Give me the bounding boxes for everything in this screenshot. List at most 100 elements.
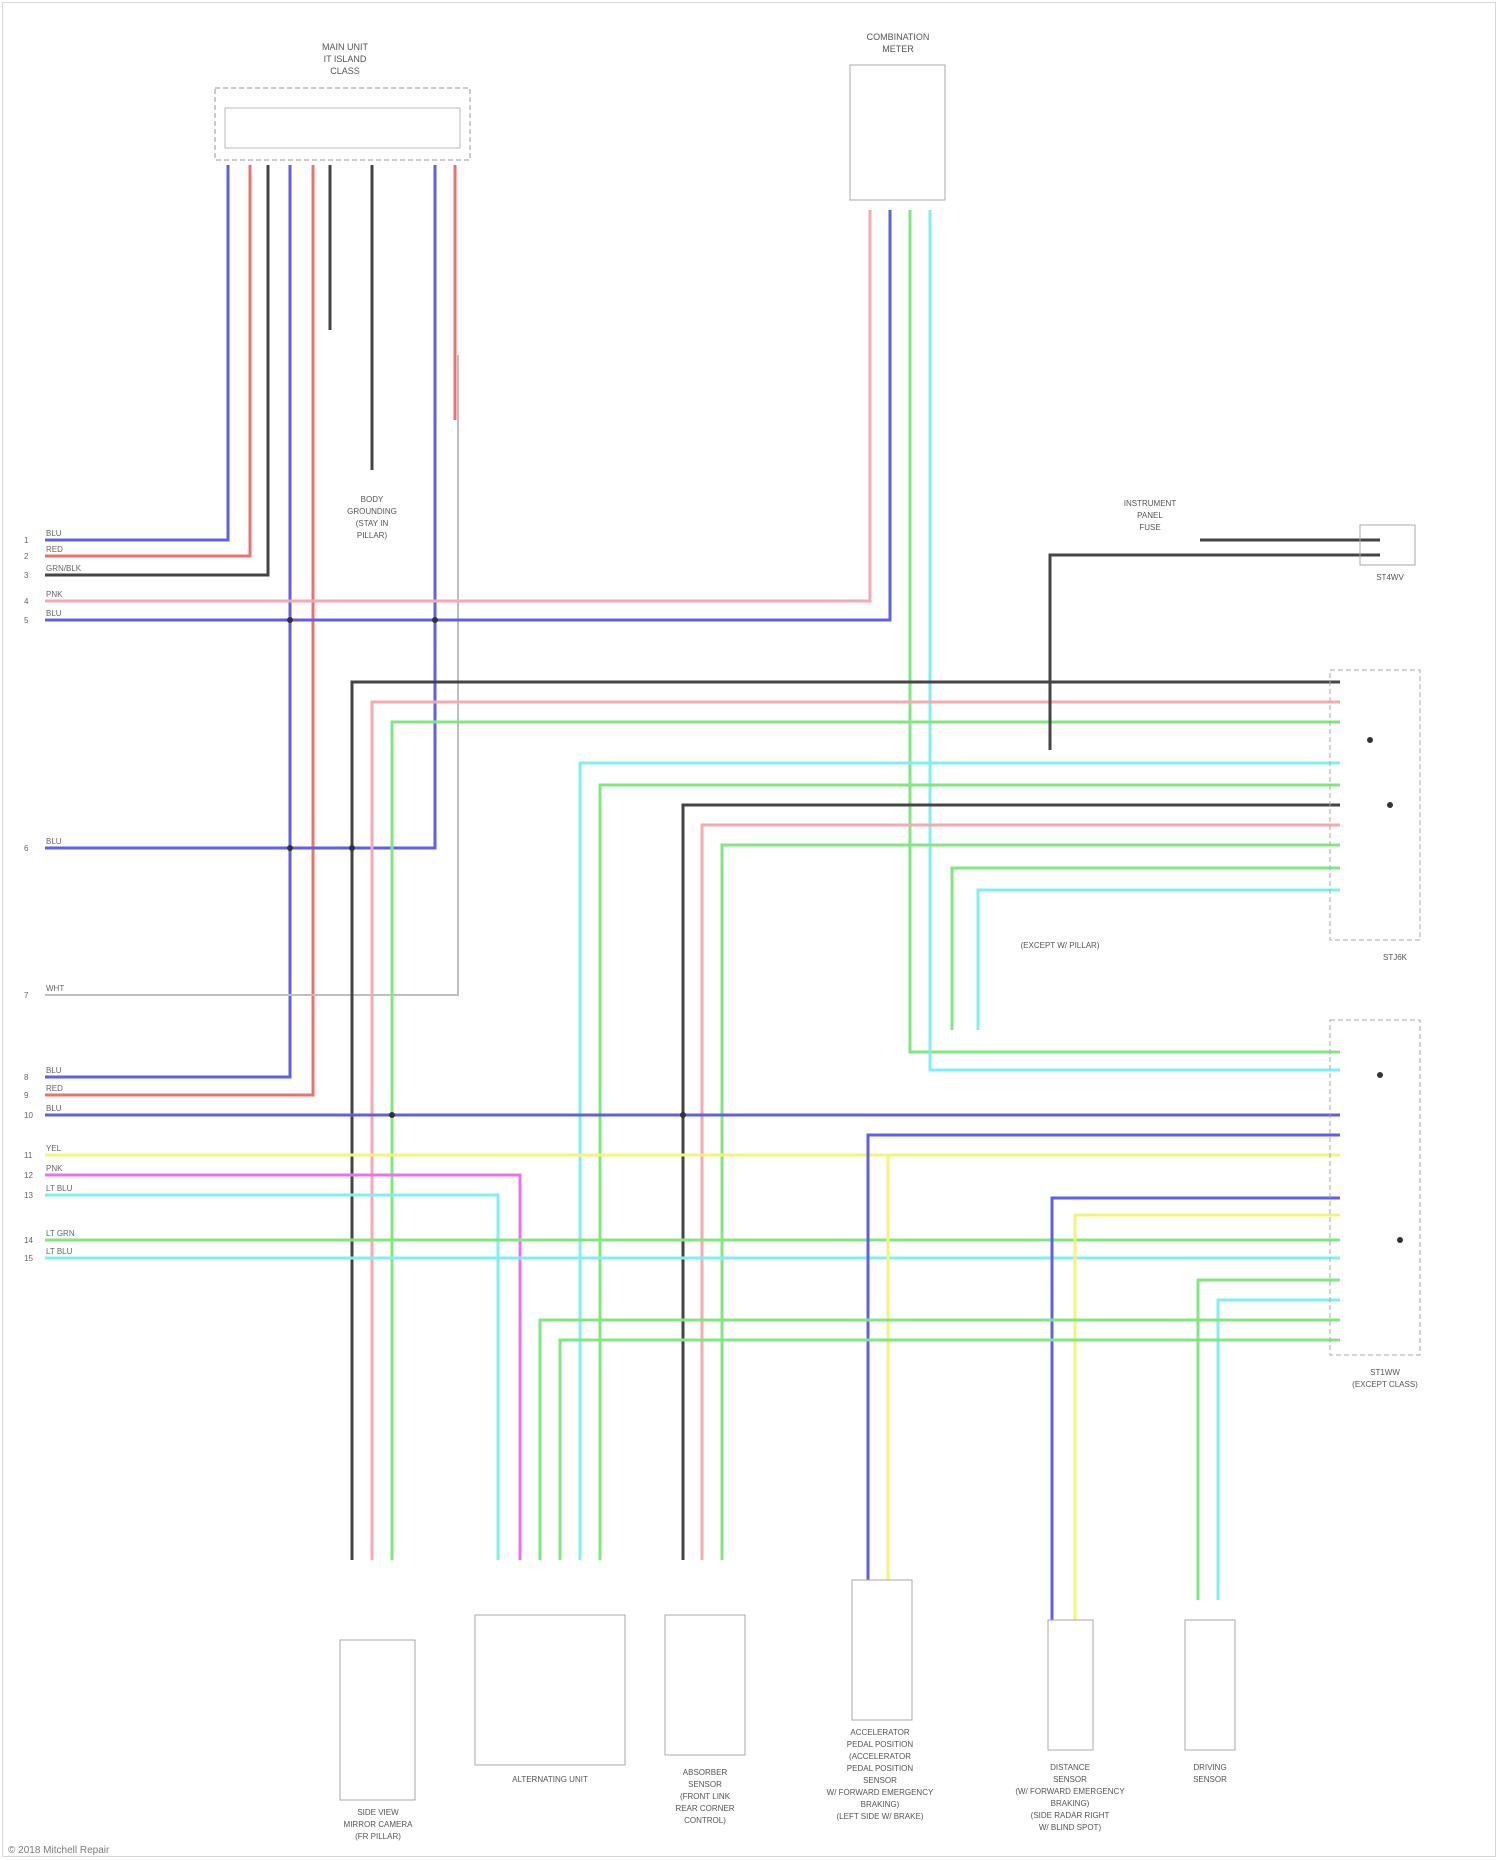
absorber-line1: ABSORBER [683, 1768, 728, 1777]
wire-red-pin9 [45, 165, 313, 1095]
bottom-label-distance: DISTANCE SENSOR (W/ FORWARD EMERGENCY BR… [1015, 1763, 1125, 1832]
left-pin-color: RED [46, 545, 63, 554]
meter-title-line2: METER [882, 44, 914, 54]
accel-line2: PEDAL POSITION [847, 1740, 914, 1749]
distance-line3: (W/ FORWARD EMERGENCY [1015, 1787, 1125, 1796]
bottom-label-accelerator: ACCELERATOR PEDAL POSITION (ACCELERATOR … [827, 1728, 934, 1821]
ground-line4: PILLAR) [357, 531, 388, 540]
left-pin-number: 15 [24, 1254, 33, 1263]
left-pin-number: 2 [24, 552, 29, 561]
left-pin-color: PNK [46, 590, 63, 599]
accel-line6: W/ FORWARD EMERGENCY [827, 1788, 934, 1797]
low-connector-caption: (EXCEPT CLASS) [1352, 1380, 1418, 1389]
ground-label: BODY GROUNDING (STAY IN PILLAR) [347, 495, 397, 540]
left-pin-number: 3 [24, 571, 29, 580]
bottom-label-side-view: SIDE VIEW MIRROR CAMERA (FR PILLAR) [344, 1808, 414, 1841]
left-pin-number: 6 [24, 844, 29, 853]
junction-dots [287, 617, 1403, 1243]
left-pin-color: BLU [46, 1104, 62, 1113]
left-pin-number: 11 [24, 1151, 33, 1160]
left-pin-number: 10 [24, 1111, 33, 1120]
wire-green-alt-1 [540, 1320, 1340, 1560]
wire-magenta-pin12 [45, 1175, 520, 1560]
module-title-line2: IT ISLAND [324, 54, 367, 64]
mid-connector-id: STJ6K [1383, 953, 1408, 962]
wire-yellow-distance [1075, 1215, 1340, 1620]
wire-cyan-lower [978, 890, 1340, 1030]
ground-line1: BODY [361, 495, 384, 504]
wire-cyan-driving [1218, 1300, 1340, 1600]
wire-black-pin3 [45, 165, 268, 575]
wire-black-bus-2 [683, 805, 1340, 1560]
driving-line1: DRIVING [1193, 1763, 1226, 1772]
distance-line4: BRAKING) [1051, 1799, 1090, 1808]
wire-blue-pin5 [45, 210, 890, 620]
side-view-line1: SIDE VIEW [357, 1808, 399, 1817]
low-connector: ST1WW (EXCEPT CLASS) [1330, 1020, 1420, 1389]
wire-cyan-meter [930, 210, 1340, 1070]
fuse-caption-line1: INSTRUMENT [1124, 499, 1177, 508]
absorber-line5: CONTROL) [684, 1816, 726, 1825]
module-title-line1: MAIN UNIT [322, 42, 369, 52]
wire-green-bus-2 [600, 785, 1340, 1560]
left-pin-number: 4 [24, 597, 29, 606]
wire-green-meter [910, 210, 1340, 1052]
top-left-module: MAIN UNIT IT ISLAND CLASS [215, 42, 470, 160]
accel-line7: BRAKING) [861, 1800, 900, 1809]
side-view-line2: MIRROR CAMERA [344, 1820, 414, 1829]
left-pin-labels: 1BLU2RED3GRN/BLK4PNK5BLU6BLU7WHT8BLU9RED… [24, 529, 82, 1263]
left-pin-color: LT GRN [46, 1229, 75, 1238]
fuse-caption-line2: PANEL [1137, 511, 1163, 520]
combination-meter: COMBINATION METER [850, 32, 945, 200]
accel-line8: (LEFT SIDE W/ BRAKE) [837, 1812, 924, 1821]
wire-yellow-accel [888, 1155, 1340, 1580]
mid-connector: STJ6K (EXCEPT W/ PILLAR) [1021, 670, 1420, 962]
wire-cyan-pin13 [45, 1195, 498, 1560]
left-pin-number: 5 [24, 616, 29, 625]
accel-line3: (ACCELERATOR [849, 1752, 911, 1761]
mid-connector-caption: (EXCEPT W/ PILLAR) [1021, 941, 1100, 950]
distance-line1: DISTANCE [1050, 1763, 1090, 1772]
left-pin-color: BLU [46, 837, 62, 846]
left-pin-color: YEL [46, 1144, 62, 1153]
absorber-line3: (FRONT LINK [680, 1792, 731, 1801]
bottom-components: SIDE VIEW MIRROR CAMERA (FR PILLAR) ALTE… [340, 1580, 1235, 1841]
wire-red-pin2 [45, 165, 250, 556]
bottom-label-absorber: ABSORBER SENSOR (FRONT LINK REAR CORNER … [675, 1768, 734, 1825]
accel-line5: SENSOR [863, 1776, 897, 1785]
accel-line4: PEDAL POSITION [847, 1764, 914, 1773]
wire-blue-pin1 [45, 165, 228, 540]
wire-blue-distance [1052, 1198, 1340, 1620]
absorber-line4: REAR CORNER [675, 1804, 734, 1813]
driving-line2: SENSOR [1193, 1775, 1227, 1784]
distance-line2: SENSOR [1053, 1775, 1087, 1784]
left-pin-color: LT BLU [46, 1184, 73, 1193]
left-pin-color: WHT [46, 984, 64, 993]
left-pin-number: 7 [24, 991, 29, 1000]
fuse-caption-line3: FUSE [1139, 523, 1160, 532]
meter-title-line1: COMBINATION [867, 32, 930, 42]
fuse-connector-id: ST4WV [1376, 573, 1404, 582]
bottom-label-alternating: ALTERNATING UNIT [512, 1775, 588, 1784]
left-pin-number: 8 [24, 1073, 29, 1082]
wire-green-lower [952, 868, 1340, 1030]
accel-line1: ACCELERATOR [850, 1728, 909, 1737]
wire-black-bus-1 [352, 682, 1340, 1560]
copyright-footer: © 2018 Mitchell Repair [8, 1845, 109, 1856]
wire-blue-accel [868, 1135, 1340, 1580]
wire-pink-bus-1 [372, 702, 1340, 1560]
left-pin-number: 12 [24, 1171, 33, 1180]
low-connector-id: ST1WW [1370, 1368, 1400, 1377]
left-pin-color: BLU [46, 609, 62, 618]
distance-line6: W/ BLIND SPOT) [1039, 1823, 1102, 1832]
alternating-line1: ALTERNATING UNIT [512, 1775, 588, 1784]
left-pin-number: 1 [24, 536, 29, 545]
left-pin-number: 13 [24, 1191, 33, 1200]
left-pin-number: 14 [24, 1236, 33, 1245]
side-view-line3: (FR PILLAR) [355, 1832, 401, 1841]
ground-line3: (STAY IN [356, 519, 389, 528]
module-title-line3: CLASS [330, 66, 360, 76]
wire-layer [45, 165, 1380, 1620]
left-pin-number: 9 [24, 1091, 29, 1100]
